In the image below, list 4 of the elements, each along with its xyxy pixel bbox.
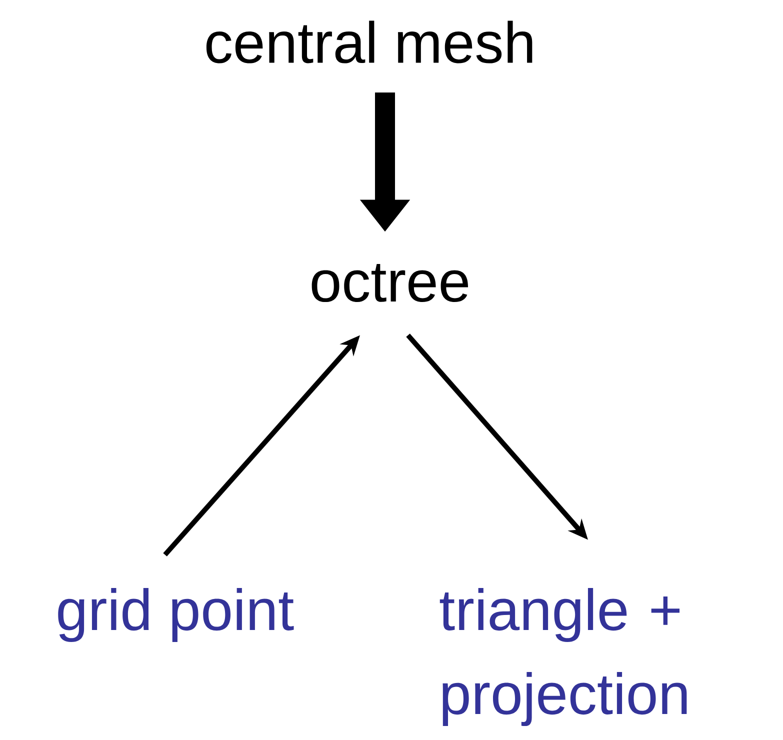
grid-point-label: grid point (58, 588, 294, 642)
projection-label: triangle + projection (440, 588, 687, 726)
octree-label: octree (312, 264, 468, 302)
mesh-label: central mesh (206, 20, 532, 64)
